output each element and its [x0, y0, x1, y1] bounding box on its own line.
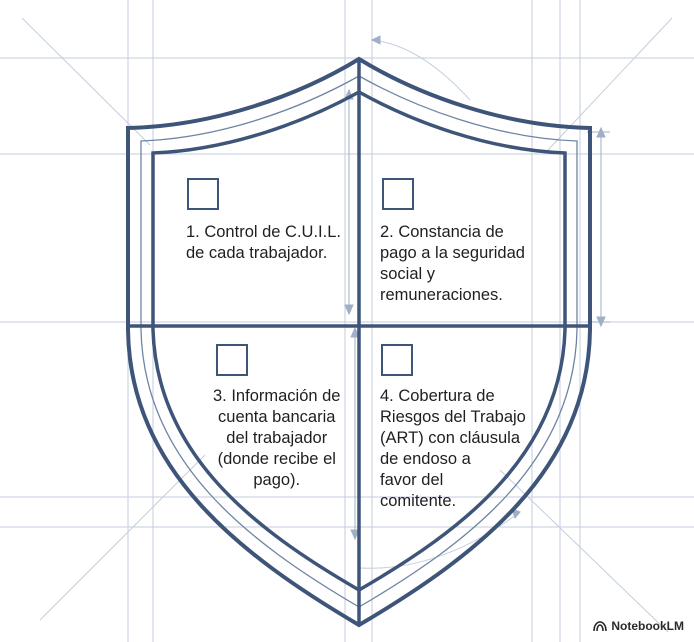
notebooklm-watermark: NotebookLM: [593, 619, 684, 633]
quadrant-4-text: 4. Cobertura de Riesgos del Trabajo (ART…: [380, 387, 526, 510]
quadrant-3-text: 3. Información de cuenta bancaria del tr…: [213, 387, 341, 489]
quadrant-2-text: 2. Constancia de pago a la seguridad soc…: [380, 223, 525, 304]
brand-label: NotebookLM: [611, 619, 684, 633]
checkbox-quadrant-1: [187, 178, 219, 210]
quadrant-1-text: 1. Control de C.U.I.L. de cada trabajado…: [186, 223, 341, 262]
checkbox-quadrant-3: [216, 344, 248, 376]
checkbox-quadrant-4: [381, 344, 413, 376]
checkbox-quadrant-2: [382, 178, 414, 210]
notebooklm-logo-icon: [593, 620, 608, 631]
